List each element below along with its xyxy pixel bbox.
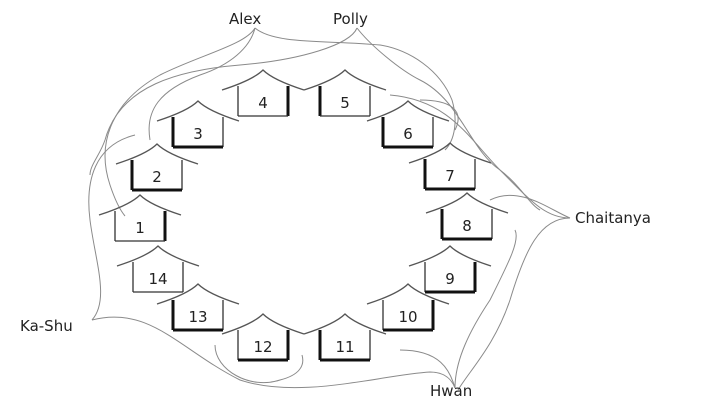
ka-shu-region bbox=[88, 134, 136, 321]
house-13: 13 bbox=[156, 283, 240, 332]
polly-region bbox=[419, 99, 459, 131]
house-6: 6 bbox=[366, 100, 450, 149]
house-number: 13 bbox=[188, 308, 207, 326]
label-polly: Polly bbox=[333, 10, 368, 28]
roof bbox=[303, 313, 387, 335]
polly-region bbox=[89, 27, 358, 176]
house-number: 5 bbox=[340, 94, 350, 112]
hwan-region bbox=[454, 229, 517, 389]
label-ka-shu: Ka-Shu bbox=[20, 317, 73, 335]
house-number: 10 bbox=[398, 308, 417, 326]
alex-region bbox=[254, 27, 456, 151]
roof bbox=[221, 69, 305, 91]
roof bbox=[303, 69, 387, 91]
house-number: 4 bbox=[258, 94, 268, 112]
house-9: 9 bbox=[408, 245, 492, 294]
roof bbox=[425, 192, 509, 214]
roof bbox=[408, 142, 492, 164]
house-number: 11 bbox=[335, 338, 354, 356]
house-3: 3 bbox=[156, 100, 240, 149]
house-4: 4 bbox=[221, 69, 305, 117]
hwan-region bbox=[214, 344, 304, 384]
chaitanya-region bbox=[389, 94, 571, 219]
house-number: 6 bbox=[403, 125, 413, 143]
house-number: 7 bbox=[445, 167, 455, 185]
roof bbox=[366, 283, 450, 305]
roof bbox=[156, 100, 240, 122]
chaitanya-region bbox=[489, 194, 571, 219]
roof bbox=[156, 283, 240, 305]
roof bbox=[116, 245, 200, 267]
roof bbox=[98, 194, 182, 216]
house-8: 8 bbox=[425, 192, 509, 241]
house-number: 12 bbox=[253, 338, 272, 356]
house-number: 9 bbox=[445, 270, 455, 288]
roof bbox=[366, 100, 450, 122]
neighborhood-curves bbox=[88, 27, 571, 391]
label-chaitanya: Chaitanya bbox=[575, 209, 651, 227]
house-number: 1 bbox=[135, 219, 145, 237]
roof bbox=[221, 313, 305, 335]
house-number: 8 bbox=[462, 217, 472, 235]
house-14: 14 bbox=[116, 245, 200, 293]
house-number: 2 bbox=[152, 168, 162, 186]
house-12: 12 bbox=[221, 313, 305, 362]
ka-shu-region bbox=[91, 316, 456, 389]
roof bbox=[408, 245, 492, 267]
house-number: 14 bbox=[148, 270, 167, 288]
house-number: 3 bbox=[193, 125, 203, 143]
house-10: 10 bbox=[366, 283, 450, 332]
roof bbox=[115, 143, 199, 165]
house-11: 11 bbox=[303, 313, 387, 362]
alex-region bbox=[148, 27, 256, 141]
chaitanya-region bbox=[457, 217, 571, 391]
hwan-region bbox=[399, 349, 456, 389]
label-alex: Alex bbox=[229, 10, 262, 28]
house-7: 7 bbox=[408, 142, 492, 191]
house-1: 1 bbox=[98, 194, 182, 242]
house-5: 5 bbox=[303, 69, 387, 117]
house-2: 2 bbox=[115, 143, 199, 192]
alex-region bbox=[104, 27, 256, 217]
label-hwan: Hwan bbox=[430, 382, 473, 400]
